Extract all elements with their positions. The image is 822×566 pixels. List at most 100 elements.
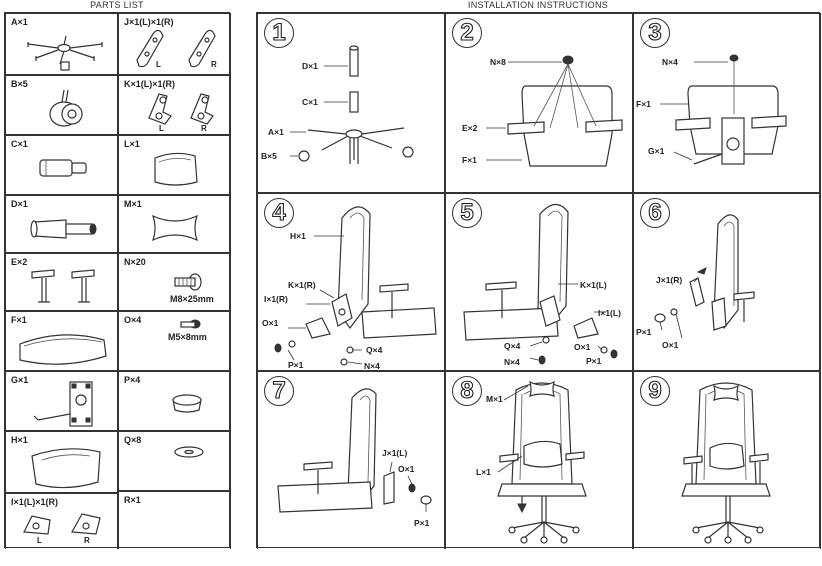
part-j-left: L: [156, 60, 161, 69]
part-j: J×1(L)×1(R) L R: [118, 13, 231, 75]
part-f: F×1: [5, 311, 118, 371]
part-n: N×20 M8×25mm: [118, 253, 231, 311]
step-1-b: B×5: [261, 151, 277, 161]
mechanism-bracket-icon: [148, 93, 214, 125]
part-k-label: K×1(L)×1(R): [124, 79, 176, 89]
step-7-number: 7: [264, 376, 294, 406]
allen-key-icon: [119, 492, 231, 549]
step-1-number: 1: [264, 18, 294, 48]
part-d-label: D×1: [11, 199, 28, 209]
part-r: R×1: [118, 491, 231, 549]
part-n-size: M8×25mm: [170, 294, 214, 304]
part-c-label: C×1: [11, 139, 28, 149]
step-6-p: P×1: [636, 327, 652, 337]
seat-cushion-icon: [19, 334, 107, 365]
part-o: O×4 M5×8mm: [118, 311, 231, 371]
step-9-number: 9: [640, 376, 670, 406]
part-i: I×1(L)×1(R) L R: [5, 493, 118, 549]
step-5-n: N×4: [504, 357, 520, 367]
armrest-icon: [31, 269, 95, 303]
step-3-f: F×1: [636, 99, 651, 109]
side-plate-icon: [23, 513, 101, 535]
part-p-label: P×4: [124, 375, 141, 385]
backrest-left-bracket-icon: [463, 203, 618, 365]
backrest-icon: [31, 448, 101, 489]
bolt-m8-icon: [174, 273, 202, 291]
part-j-right: R: [211, 60, 217, 69]
part-g: G×1: [5, 371, 118, 431]
part-j-label: J×1(L)×1(R): [124, 17, 174, 27]
gas-lift-cover-icon: [39, 159, 87, 177]
backrest-right-bracket-icon: [274, 206, 437, 366]
armrest-to-seat-icon: [486, 55, 623, 167]
lumbar-pillow-icon: [154, 152, 198, 186]
step-8-l: L×1: [476, 467, 491, 477]
step-4-k: K×1(R): [288, 280, 316, 290]
part-k-left: L: [159, 124, 164, 133]
mechanism-to-seat-icon: [660, 54, 787, 165]
step-4-h: H×1: [290, 231, 306, 241]
step-8: 8 M×1 L×1: [445, 371, 633, 549]
caster-icon: [49, 89, 83, 127]
part-g-label: G×1: [11, 375, 29, 385]
pillows-and-chair-icon: [497, 380, 587, 544]
step-6-o: O×1: [662, 340, 679, 350]
left-cover-icon: [277, 388, 432, 513]
part-o-label: O×4: [124, 315, 142, 325]
part-k: K×1(L)×1(R) L R: [118, 75, 231, 135]
step-3-n: N×4: [662, 57, 678, 67]
part-i-label: I×1(L)×1(R): [11, 497, 59, 507]
parts-list-panel: A×1 J×1(L)×1(R) L R B×5 K×1(L)×1(R): [4, 12, 231, 549]
installation-panel: 1 D×1 C×1 A×1 B×5 2 N×8 E×2 F×1: [256, 12, 821, 549]
gas-lift-icon: [30, 219, 97, 239]
step-7-j: J×1(L): [382, 448, 408, 458]
part-k-right: R: [201, 124, 207, 133]
step-7: 7 J×1(L) O×1 P×1: [257, 371, 445, 549]
step-3-g: G×1: [648, 146, 665, 156]
step-5-q: Q×4: [504, 341, 521, 351]
step-1-a: A×1: [268, 127, 284, 137]
step-4-p: P×1: [288, 360, 304, 370]
step-5-k: K×1(L): [580, 280, 607, 290]
part-m-label: M×1: [124, 199, 142, 209]
part-o-size: M5×8mm: [168, 332, 207, 342]
step-2-number: 2: [452, 18, 482, 48]
step-5-p: P×1: [586, 356, 602, 366]
part-b-label: B×5: [11, 79, 28, 89]
step-4-number: 4: [264, 198, 294, 228]
step-7-o: O×1: [398, 464, 415, 474]
step-5-i: I×1(L): [598, 308, 621, 318]
installation-title: INSTALLATION INSTRUCTIONS: [467, 0, 609, 10]
part-l-label: L×1: [124, 139, 140, 149]
step-3: 3 N×4 F×1 G×1: [633, 13, 821, 193]
part-a: A×1: [5, 13, 118, 75]
part-m: M×1: [118, 195, 231, 253]
part-a-label: A×1: [11, 17, 28, 27]
step-6-number: 6: [640, 198, 670, 228]
washer-icon: [174, 446, 204, 458]
step-5: 5 K×1(L) I×1(L) Q×4 N×4 O×1 P×1: [445, 193, 633, 371]
step-9: 9: [633, 371, 821, 549]
step-4-o: O×1: [262, 318, 279, 328]
part-d: D×1: [5, 195, 118, 253]
part-i-right: R: [84, 536, 90, 545]
step-1-d: D×1: [302, 61, 318, 71]
part-l: L×1: [118, 135, 231, 195]
step-2-f: F×1: [462, 155, 477, 165]
step-4: 4 H×1 K×1(R) I×1(R) O×1 P×1 Q×4 N×4: [257, 193, 445, 371]
armrest-cover-icon: [136, 29, 216, 68]
seat-mechanism-icon: [33, 381, 93, 427]
step-2: 2 N×8 E×2 F×1: [445, 13, 633, 193]
step-5-o: O×1: [574, 342, 591, 352]
finished-chair-icon: [681, 382, 771, 544]
step-8-m: M×1: [486, 394, 503, 404]
parts-list-title: PARTS LIST: [90, 0, 144, 10]
part-e-label: E×2: [11, 257, 28, 267]
cap-icon: [172, 394, 202, 413]
headrest-pillow-icon: [151, 214, 199, 242]
part-h: H×1: [5, 431, 118, 493]
step-7-p: P×1: [414, 518, 430, 528]
step-1-c: C×1: [302, 97, 318, 107]
step-2-n: N×8: [490, 57, 506, 67]
step-1: 1 D×1 C×1 A×1 B×5: [257, 13, 445, 193]
